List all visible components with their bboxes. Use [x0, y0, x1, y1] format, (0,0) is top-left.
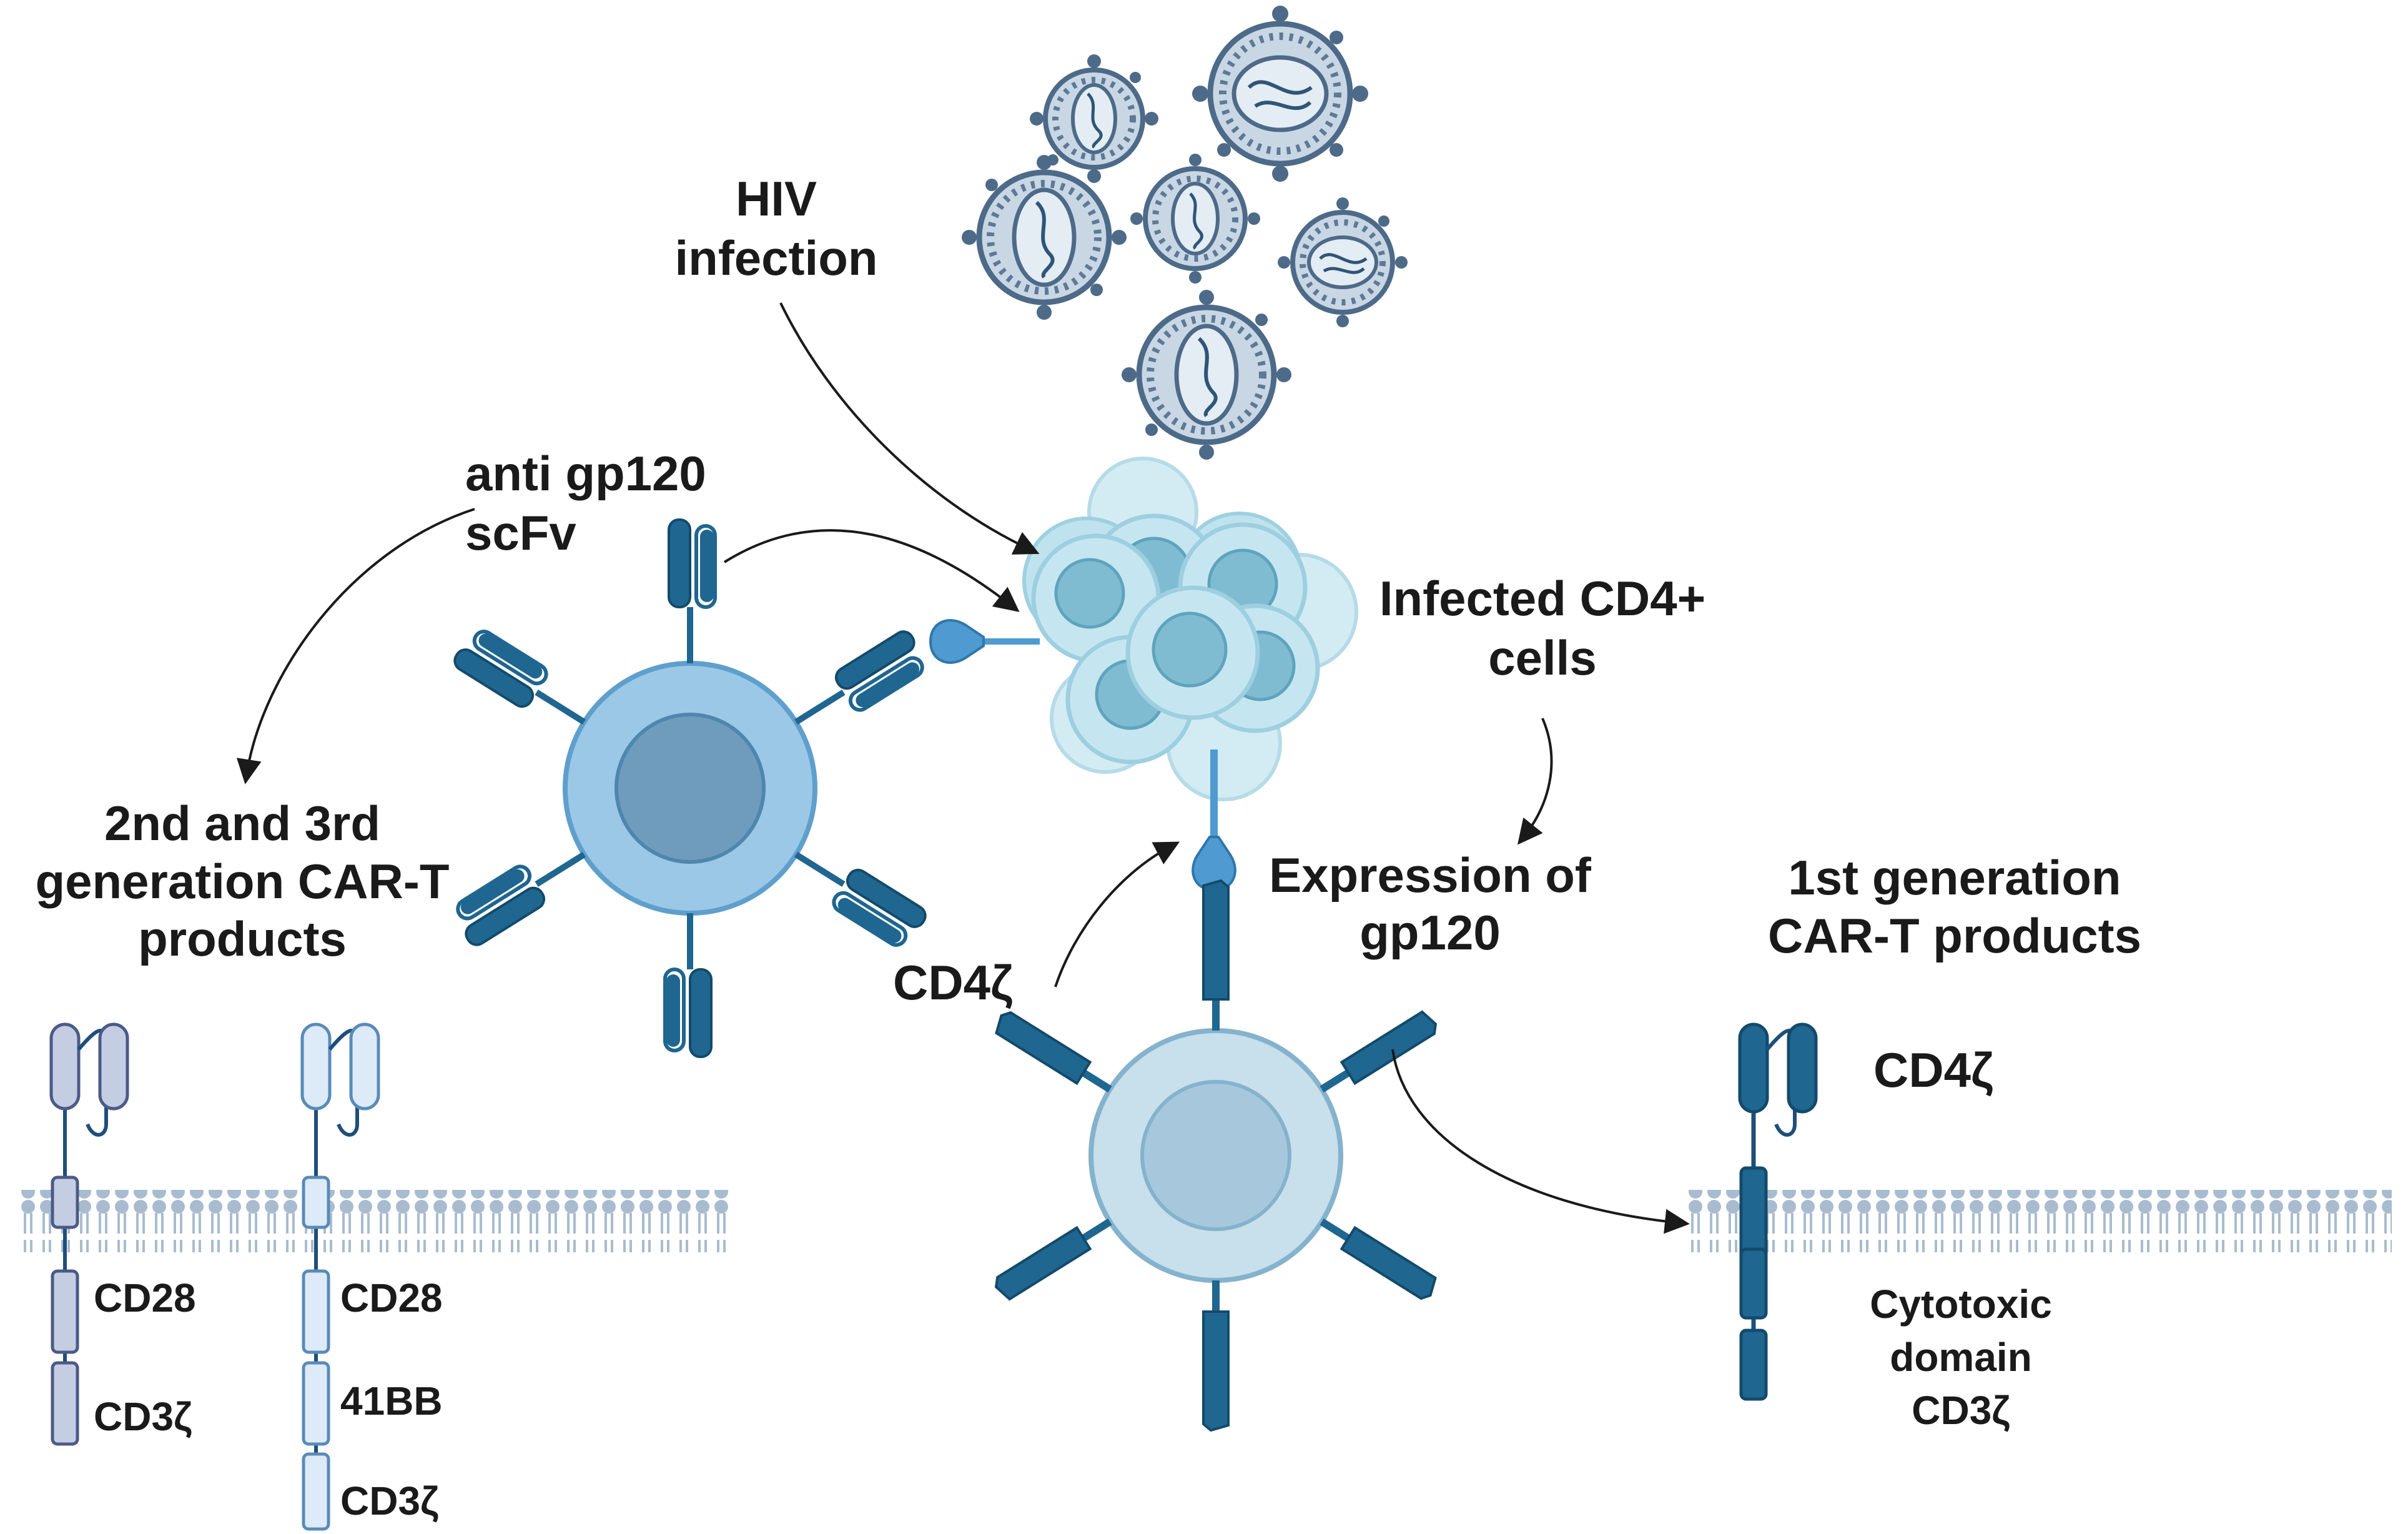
virion-icon — [1192, 6, 1368, 182]
arrow-cd4z-cell-to-gen1 — [1391, 1049, 1690, 1234]
infected-cell — [1031, 533, 1161, 663]
arrows — [236, 302, 1690, 1234]
gen1-cd4z-label: CD4ζ — [1873, 1042, 1993, 1097]
infected-cell — [1125, 585, 1260, 720]
scfv-receptor — [456, 851, 586, 946]
gp120-antigen-bottom — [1192, 750, 1236, 892]
arrow-scfv-label-to-gen23 — [236, 508, 475, 784]
car-t-cell-scfv — [453, 518, 927, 1058]
first-gen-car-construct — [1738, 1022, 1818, 1401]
cytotoxic-domain-label: CD3ζ — [1912, 1388, 2010, 1433]
cytotoxic-domain-label: domain — [1890, 1335, 2032, 1380]
gen2-domain-cd28: CD28 — [94, 1275, 196, 1320]
gen23-title: generation CAR-T — [36, 854, 450, 909]
expression-gp120-label: gp120 — [1359, 905, 1500, 960]
cd4z-receptor — [995, 1011, 1112, 1093]
gen3-domain-cd3z: CD3ζ — [340, 1478, 439, 1523]
membrane-left — [19, 1190, 731, 1252]
arrow-hiv-to-cells — [779, 302, 1040, 555]
virion-icon — [1130, 154, 1260, 284]
gp120-antigen-left — [929, 619, 1040, 664]
virion-icon — [962, 155, 1127, 320]
anti-gp120-scfv-label: anti gp120 — [465, 446, 706, 501]
second-gen-car-construct — [49, 1022, 129, 1446]
third-gen-car-construct — [300, 1022, 380, 1531]
scfv-receptor — [663, 913, 713, 1058]
virion-icon — [1278, 197, 1408, 327]
gen1-title: CAR-T products — [1768, 908, 2141, 963]
gen23-title: products — [138, 911, 347, 966]
cd4z-receptor — [1320, 1010, 1438, 1093]
gen1-title: 1st generation — [1788, 850, 2121, 905]
cd4z-receptor — [994, 1218, 1112, 1301]
car-t-cell-cd4z — [994, 879, 1438, 1432]
gen3-domain-41bb: 41BB — [340, 1378, 443, 1423]
arrow-infected-to-expression — [1517, 718, 1553, 845]
scfv-receptor — [668, 518, 717, 663]
hiv-infection-label: HIV — [736, 171, 817, 226]
infected-cd4-label: cells — [1488, 630, 1596, 685]
scfv-receptor — [794, 851, 927, 947]
expression-gp120-label: Expression of — [1269, 848, 1592, 903]
cd4z-receptor — [1202, 1280, 1230, 1432]
hiv-infection-label: infection — [675, 230, 878, 285]
virion-icon — [1030, 54, 1158, 183]
virion-icon — [1122, 290, 1291, 460]
infected-cd4-label: Infected CD4+ — [1379, 571, 1705, 626]
membrane-right — [1686, 1190, 2392, 1252]
anti-gp120-scfv-label: scFv — [465, 505, 576, 560]
cd4z-receptor — [1202, 879, 1230, 1031]
hiv-virions — [962, 6, 1408, 460]
gen23-title: 2nd and 3rd — [104, 796, 380, 851]
gen2-domain-cd3z: CD3ζ — [94, 1394, 192, 1439]
scfv-receptor — [453, 630, 586, 725]
infected-cd4-cells-cluster — [1022, 457, 1358, 801]
gen3-domain-cd28: CD28 — [340, 1275, 443, 1320]
arrow-cd4z-to-gp120 — [1054, 841, 1180, 987]
cd4z-receptor — [1320, 1218, 1437, 1300]
scfv-receptor — [794, 630, 924, 725]
arrow-scfv-to-antigen — [723, 529, 1020, 612]
labels: HIV infection anti gp120 scFv Infected C… — [36, 171, 2141, 1523]
cytotoxic-domain-label: Cytotoxic — [1870, 1282, 2052, 1327]
cd4z-receptor-label: CD4ζ — [893, 955, 1013, 1010]
